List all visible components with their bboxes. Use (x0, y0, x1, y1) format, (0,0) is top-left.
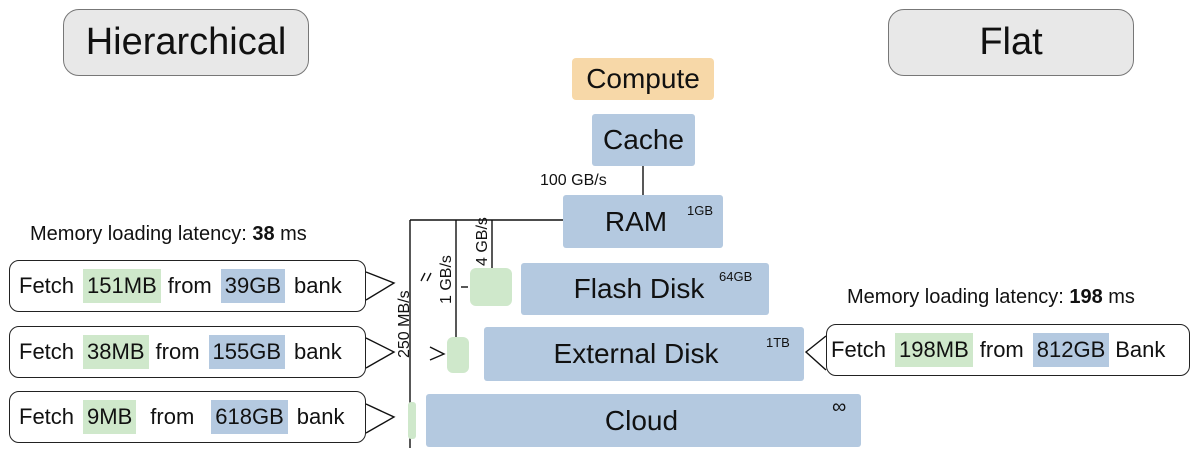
fetch-bank-size: 812GB (1032, 333, 1110, 367)
hierarchical-fetch-1: Fetch 151MB from 39GB bank (9, 260, 366, 312)
cache-ram-bandwidth: 100 GB/s (540, 172, 607, 189)
hierarchical-latency-prefix: Memory loading latency: (30, 223, 253, 245)
flat-latency-unit: ms (1102, 286, 1135, 308)
flat-latency: Memory loading latency: 198 ms (847, 286, 1135, 309)
flat-latency-prefix: Memory loading latency: (847, 286, 1070, 308)
fetch-from: from (155, 339, 200, 364)
compute-label: Compute (586, 63, 700, 94)
flash-disk-label: Flash Disk (573, 273, 705, 304)
fetch-word: Fetch (19, 273, 75, 298)
fetch-word: Fetch (831, 337, 887, 362)
hierarchical-latency-value: 38 (252, 223, 275, 245)
fetch-bank: bank (294, 273, 342, 298)
external-disk-box: External Disk 1TB (484, 327, 804, 381)
fetch-amount: 9MB (83, 400, 137, 434)
fetch-word: Fetch (19, 339, 75, 364)
flash-disk-capacity: 64GB (719, 269, 753, 284)
cloud-label: Cloud (604, 404, 679, 436)
fetch-bank: bank (294, 339, 342, 364)
cloud-bandwidth: 250 MB/s (396, 290, 413, 358)
external-disk-capacity: 1TB (766, 335, 790, 350)
ram-label: RAM (604, 205, 668, 237)
ram-capacity: 1GB (687, 203, 714, 218)
external-disk-label: External Disk (553, 338, 719, 369)
fetch-bank: Bank (1115, 337, 1166, 362)
external-transfer-chip (447, 337, 469, 373)
fetch-from: from (979, 337, 1024, 362)
cloud-transfer-chip (408, 402, 416, 439)
cache-box: Cache (592, 114, 695, 166)
fetch-amount: 151MB (83, 269, 161, 303)
hierarchical-mode-text: Hierarchical (85, 21, 287, 63)
fetch-amount: 198MB (895, 333, 973, 367)
fetch-from: from (167, 273, 212, 298)
cache-label: Cache (603, 124, 684, 155)
flash-disk-box: Flash Disk 64GB (521, 263, 769, 315)
fetch-bank-size: 39GB (220, 269, 286, 303)
external-bandwidth: 1 GB/s (438, 255, 455, 304)
ram-box: RAM 1GB (563, 195, 723, 248)
cloud-box: Cloud ∞ (426, 394, 861, 447)
flash-transfer-chip (470, 268, 512, 306)
flat-fetch: Fetch 198MB from 812GB Bank (826, 324, 1190, 376)
hierarchical-fetch-3: Fetch 9MB from 618GB bank (9, 391, 366, 443)
fetch-bank: bank (296, 404, 345, 429)
flat-mode-label: Flat (888, 9, 1134, 76)
fetch-bank-size: 155GB (208, 335, 286, 369)
flash-bandwidth: 4 GB/s (474, 217, 491, 266)
flat-mode-text: Flat (979, 21, 1043, 63)
hierarchical-fetch-2: Fetch 38MB from 155GB bank (9, 326, 366, 378)
compute-box: Compute (572, 58, 714, 100)
fetch-bank-size: 618GB (211, 400, 288, 434)
hierarchical-latency: Memory loading latency: 38 ms (30, 223, 307, 246)
fetch-amount: 38MB (83, 335, 149, 369)
flat-latency-value: 198 (1069, 286, 1103, 308)
hierarchical-mode-label: Hierarchical (63, 9, 309, 76)
fetch-from: from (150, 404, 195, 429)
cloud-capacity: ∞ (832, 396, 847, 418)
hierarchical-latency-unit: ms (274, 223, 307, 245)
fetch-word: Fetch (19, 404, 75, 429)
